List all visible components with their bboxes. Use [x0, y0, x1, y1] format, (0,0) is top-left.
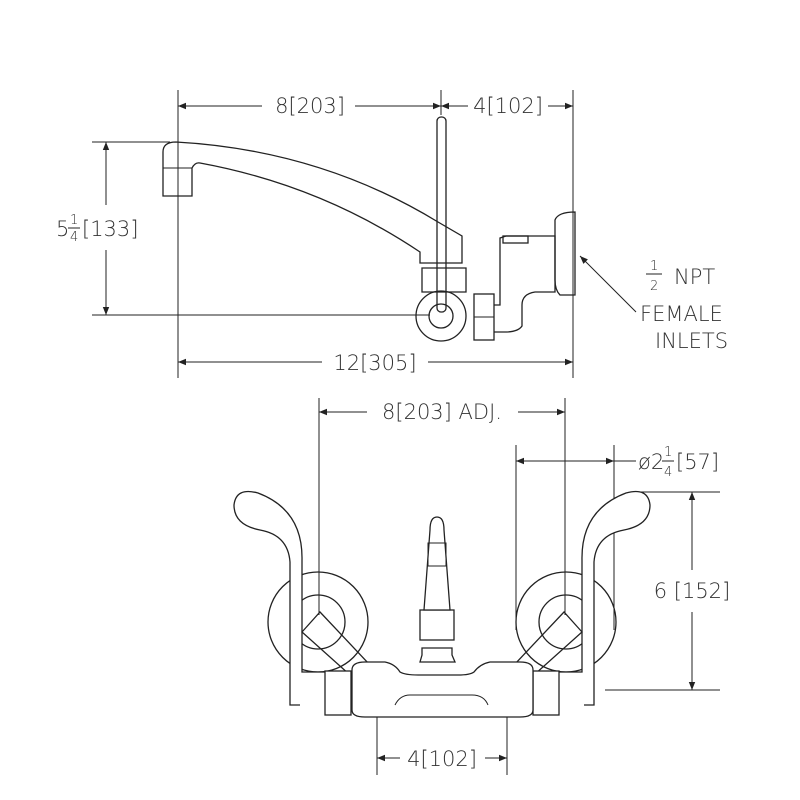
wall-flange	[554, 211, 576, 296]
dim-wall-offset: 4[102]	[473, 94, 543, 118]
inlet-note: 1 2 NPT FEMALE INLETS	[640, 259, 728, 353]
spout-nozzle-detail	[427, 542, 447, 567]
swivel-bore	[428, 303, 454, 329]
dim-height-num: 1	[70, 213, 78, 228]
inlet-female: FEMALE	[640, 302, 723, 326]
spout-nozzle	[423, 516, 451, 611]
dim-height-whole: 5	[56, 217, 69, 241]
left-knurled-cap	[324, 670, 352, 716]
dim-flange-metric: [57]	[676, 450, 719, 474]
spout-collar	[419, 609, 455, 641]
dim-centers: 8[203] ADJ.	[382, 400, 502, 424]
dim-height-metric: [133]	[82, 217, 138, 241]
inlet-inlets: INLETS	[655, 329, 728, 353]
faucet-body	[351, 661, 534, 718]
dim-flange-diameter: ø2 1 4 [57]	[638, 445, 719, 480]
dim-body: 4[102]	[407, 747, 477, 771]
spout-knurl	[419, 647, 456, 663]
left-escutcheon	[267, 571, 369, 673]
dim-flange-den: 4	[664, 465, 672, 480]
handle-lever	[436, 116, 447, 313]
dim-height-den: 4	[70, 230, 78, 245]
right-knurled-cap	[532, 670, 560, 716]
dim-spout-reach: 8[203]	[275, 94, 345, 118]
dim-flange-num: 1	[664, 445, 672, 460]
bracket-cap	[502, 235, 529, 244]
swivel-body	[415, 290, 467, 342]
spout	[162, 141, 463, 264]
wall-bracket	[494, 235, 556, 333]
left-wrist-handle	[233, 490, 328, 706]
dim-overall-length: 12[305]	[333, 351, 416, 375]
inlet-num: 1	[650, 259, 658, 274]
right-escutcheon	[515, 571, 617, 673]
inlet-npt: NPT	[674, 265, 715, 289]
leader-arrow	[579, 255, 637, 313]
body-contour	[394, 694, 489, 706]
right-wrist-handle	[556, 490, 651, 706]
dim-spout-height: 5 1 4 [133]	[56, 213, 138, 245]
front-view: 8[203] ADJ. ø2 1 4 [57] 6 [152] 4[102]	[233, 398, 731, 775]
dim-flange-prefix: ø2	[638, 450, 664, 474]
inlet-den: 2	[650, 279, 658, 294]
knurled-nut	[421, 267, 467, 293]
side-view: 8[203] 4[102] 5 1 4 [133] 12[305]	[56, 90, 728, 378]
dim-height: 6 [152]	[654, 579, 731, 603]
